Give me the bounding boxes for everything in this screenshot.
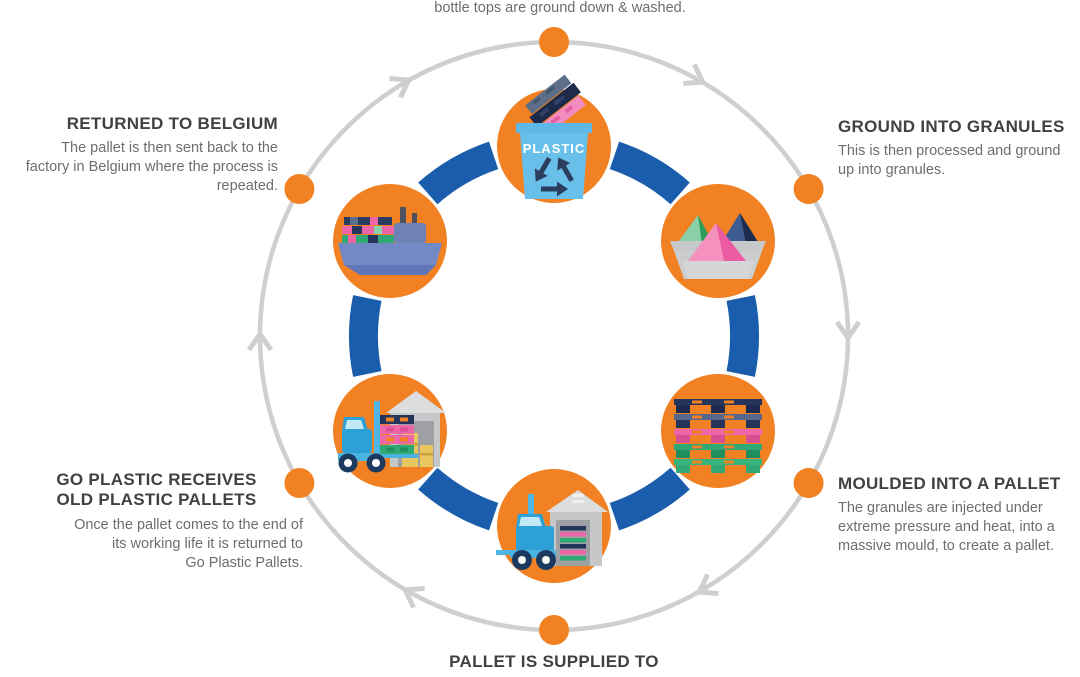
orange-dot-top-right: [793, 174, 824, 204]
blue-arc-northeast: [609, 141, 690, 205]
step-label-ground-into-granules: GROUND INTO GRANULES This is then proces…: [838, 117, 1078, 180]
arrow-icon-top-right: [683, 63, 707, 87]
orange-dot-bottom: [539, 615, 569, 645]
blue-arc-northwest: [418, 141, 499, 205]
step-body-line: its working life it is returned to: [112, 536, 303, 552]
step-caption-top: bottle tops are ground down & washed.: [380, 0, 740, 18]
step-body-line: This is then processed and ground: [838, 143, 1061, 159]
step-body-line: Once the pallet comes to the end of: [74, 517, 303, 533]
blue-arc-southwest: [418, 467, 499, 531]
forklift-pallets-icon: [330, 371, 450, 491]
pallet-stack-icon: [658, 371, 778, 491]
carried-pallets-icon: [376, 415, 418, 458]
step-label-moulded-into-a-pallet: MOULDED INTO A PALLET The granules are i…: [838, 474, 1080, 556]
step-heading: RETURNED TO BELGIUM: [66, 114, 278, 133]
recycle-icon: [534, 156, 574, 197]
forklift-icon: [496, 494, 556, 570]
granules-bowl-icon: [658, 181, 778, 301]
pallet-layers: [674, 399, 762, 473]
step-heading: PALLET IS SUPPLIED TO: [449, 652, 659, 671]
step-body-line: The granules are injected under: [838, 500, 1043, 516]
step-body-line: The pallet is then sent back to the: [61, 140, 278, 156]
plastic-bin-icon: PLASTIC: [494, 74, 614, 206]
step-heading: MOULDED INTO A PALLET: [838, 474, 1061, 493]
orange-dot-top: [539, 27, 569, 57]
orange-dot-top-left: [284, 174, 315, 204]
ship-cargo-icon: [342, 217, 394, 243]
step-body-line: Go Plastic Pallets.: [185, 555, 303, 571]
step-body-line: repeated.: [216, 178, 278, 194]
step-label-go-plastic-receives: GO PLASTIC RECEIVES OLD PLASTIC PALLETS …: [10, 470, 303, 573]
arrow-icon-bottom-right: [695, 573, 719, 597]
step-label-returned-to-belgium: RETURNED TO BELGIUM The pallet is then s…: [0, 114, 278, 196]
step-heading: GROUND INTO GRANULES: [838, 117, 1065, 136]
orange-dot-bottom-left: [284, 468, 315, 498]
step-body-line: up into granules.: [838, 162, 946, 178]
arrow-icon-left: [246, 329, 274, 352]
forklift-warehouse-icon: [494, 466, 614, 586]
step-heading-line: GO PLASTIC RECEIVES: [56, 470, 257, 489]
warehouse-icon: [546, 490, 608, 566]
blue-arc-east: [726, 295, 760, 377]
step-label-pallet-is-supplied-to: PALLET IS SUPPLIED TO: [354, 652, 754, 677]
arrow-icon-bottom-left: [401, 585, 425, 609]
forklift-icon: [338, 401, 386, 473]
arrow-icon-right: [834, 320, 862, 343]
blue-arc-southeast: [609, 467, 690, 531]
step-body-line: factory in Belgium where the process is: [25, 159, 278, 175]
blue-arc-segments: [348, 141, 760, 531]
cargo-ship-icon: [330, 181, 450, 301]
caption-line: bottle tops are ground down & washed.: [434, 0, 686, 16]
step-heading: GO PLASTIC RECEIVES OLD PLASTIC PALLETS: [10, 470, 303, 510]
bin-label: PLASTIC: [523, 141, 586, 156]
stage-dots: [284, 27, 824, 645]
step-body-line: extreme pressure and heat, into a: [838, 519, 1055, 535]
step-body-line: massive mould, to create a pallet.: [838, 538, 1054, 554]
step-heading-line: OLD PLASTIC PALLETS: [56, 490, 257, 509]
arrow-icon-top-left: [389, 75, 413, 99]
blue-arc-west: [348, 295, 382, 377]
cycle-arrowheads: [246, 63, 862, 609]
orange-dot-bottom-right: [793, 468, 824, 498]
